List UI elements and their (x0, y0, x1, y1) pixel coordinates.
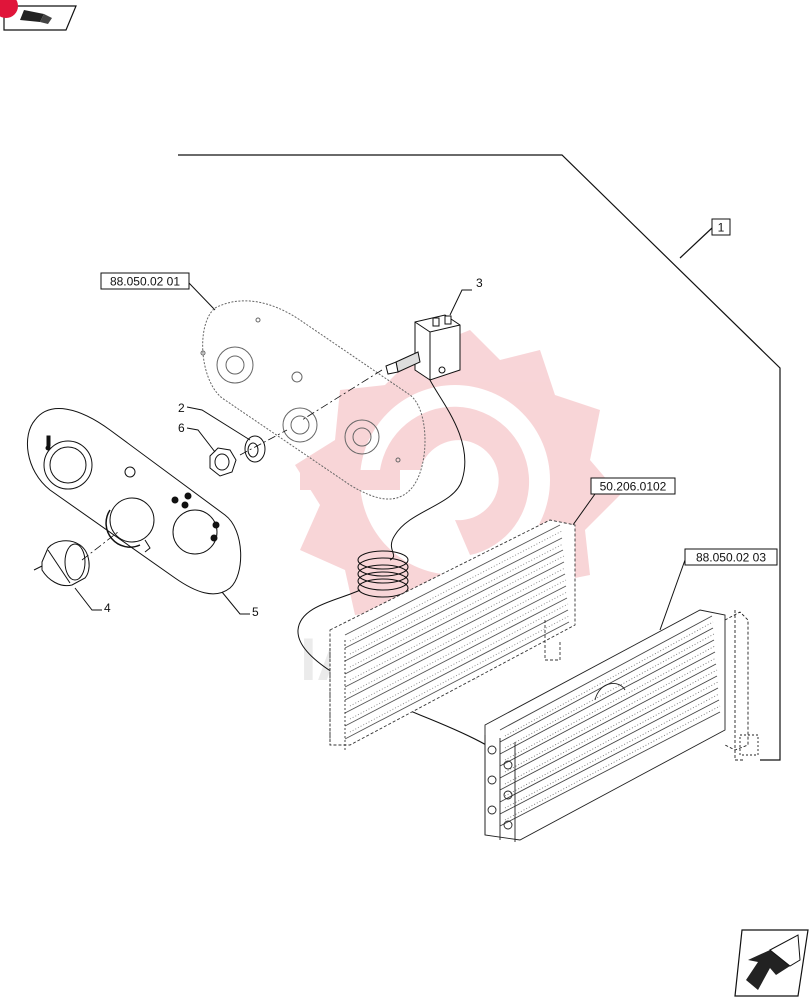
watermark-gear-icon (295, 330, 620, 645)
callout-1: 1 (711, 218, 731, 236)
book-nav-button[interactable] (3, 5, 77, 31)
next-page-arrow-icon (746, 950, 790, 990)
callout-6: 6 (178, 421, 216, 453)
svg-text:50.206.0102: 50.206.0102 (600, 480, 667, 494)
control-panel-item-5 (26, 408, 242, 595)
axis-line-nut (239, 429, 288, 456)
leader-evaporator (659, 559, 686, 631)
callout-5: 5 (221, 591, 259, 619)
bracket-item-1 (178, 154, 781, 761)
heater-core (329, 519, 576, 750)
svg-text:3: 3 (476, 276, 483, 290)
callout-2: 2 (178, 401, 251, 441)
washer-item-2 (244, 435, 266, 463)
svg-text:1: 1 (718, 221, 725, 235)
svg-text:88.050.02 03: 88.050.02 03 (696, 551, 766, 565)
svg-text:6: 6 (178, 421, 185, 435)
ref-box-panel[interactable]: 88.050.02 01 (100, 272, 190, 290)
ref-box-heater-core[interactable]: 50.206.0102 (590, 477, 676, 495)
callout-3: 3 (449, 276, 483, 316)
leader-panel-ref (188, 282, 216, 311)
svg-text:2: 2 (178, 401, 185, 415)
axis-line-knob (81, 531, 119, 561)
thermostat-switch (385, 314, 461, 381)
back-panel (200, 300, 426, 500)
book-icon (20, 10, 44, 22)
callout-4: 4 (74, 587, 111, 615)
svg-text:4: 4 (104, 601, 111, 615)
next-page-button[interactable] (734, 929, 809, 997)
nav-badge (0, 0, 18, 18)
evaporator (484, 609, 759, 842)
ref-box-evaporator[interactable]: 88.050.02 03 (684, 548, 778, 566)
svg-text:5: 5 (252, 605, 259, 619)
svg-text:88.050.02 01: 88.050.02 01 (110, 275, 180, 289)
knob-item-4 (33, 540, 90, 587)
nut-item-6 (209, 447, 237, 477)
